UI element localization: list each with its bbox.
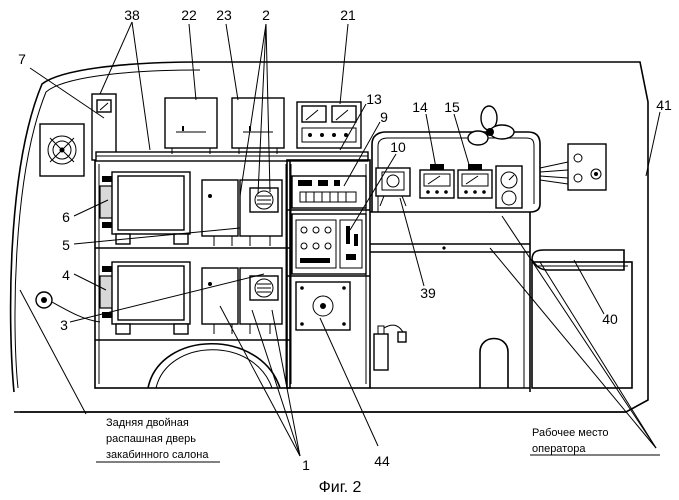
wall-fan-box	[40, 124, 84, 176]
label-40: 40	[602, 311, 618, 327]
unit-6-upper-generator	[100, 172, 190, 244]
unit-22-box	[165, 98, 217, 154]
unit-10-panel	[292, 214, 366, 274]
label-39: 39	[420, 285, 436, 301]
workplace-note-line2: оператора	[532, 443, 586, 455]
unit-15-meter	[458, 164, 492, 198]
label-41: 41	[656, 97, 672, 113]
rear-door-note: Задняя двойная распашная дверь закабинно…	[106, 417, 209, 461]
unit-44-cabinet	[296, 282, 350, 330]
label-6: 6	[62, 209, 70, 225]
workplace-note-line1: Рабочее место	[532, 427, 609, 439]
label-3: 3	[60, 317, 68, 333]
rear-door-note-line3: закабинного салона	[106, 449, 209, 461]
label-5: 5	[62, 237, 70, 253]
label-1: 1	[302, 457, 310, 473]
label-4: 4	[62, 267, 70, 283]
desk-fan	[468, 106, 514, 145]
label-9: 9	[380, 109, 388, 125]
lower-block-pair	[202, 268, 282, 334]
unit-39-display	[376, 168, 410, 206]
label-15: 15	[444, 99, 460, 115]
label-7: 7	[18, 51, 26, 67]
figure-caption: Фиг. 2	[319, 479, 362, 496]
fire-extinguisher	[374, 325, 406, 370]
label-14: 14	[412, 99, 428, 115]
unit-4-lower-generator	[100, 262, 190, 334]
unit-14-meter	[420, 164, 454, 198]
unit-21-instrument	[297, 102, 361, 148]
workplace-note: Рабочее место оператора	[532, 427, 609, 455]
label-21: 21	[340, 7, 356, 23]
label-23: 23	[216, 7, 232, 23]
label-10: 10	[390, 139, 406, 155]
gauges-unit	[496, 166, 522, 208]
operator-desk	[370, 212, 530, 392]
meter-post	[92, 94, 116, 160]
unit-9-panel	[292, 176, 366, 208]
label-44: 44	[374, 453, 390, 469]
rear-door-note-line2: распашная дверь	[106, 433, 196, 445]
cable-socket	[36, 292, 100, 322]
rear-door-note-line1: Задняя двойная	[106, 417, 189, 429]
label-2: 2	[262, 7, 270, 23]
label-38: 38	[124, 7, 140, 23]
label-13: 13	[366, 91, 382, 107]
unit-23-box	[232, 98, 284, 154]
label-22: 22	[181, 7, 197, 23]
wall-socket-right	[540, 144, 606, 190]
